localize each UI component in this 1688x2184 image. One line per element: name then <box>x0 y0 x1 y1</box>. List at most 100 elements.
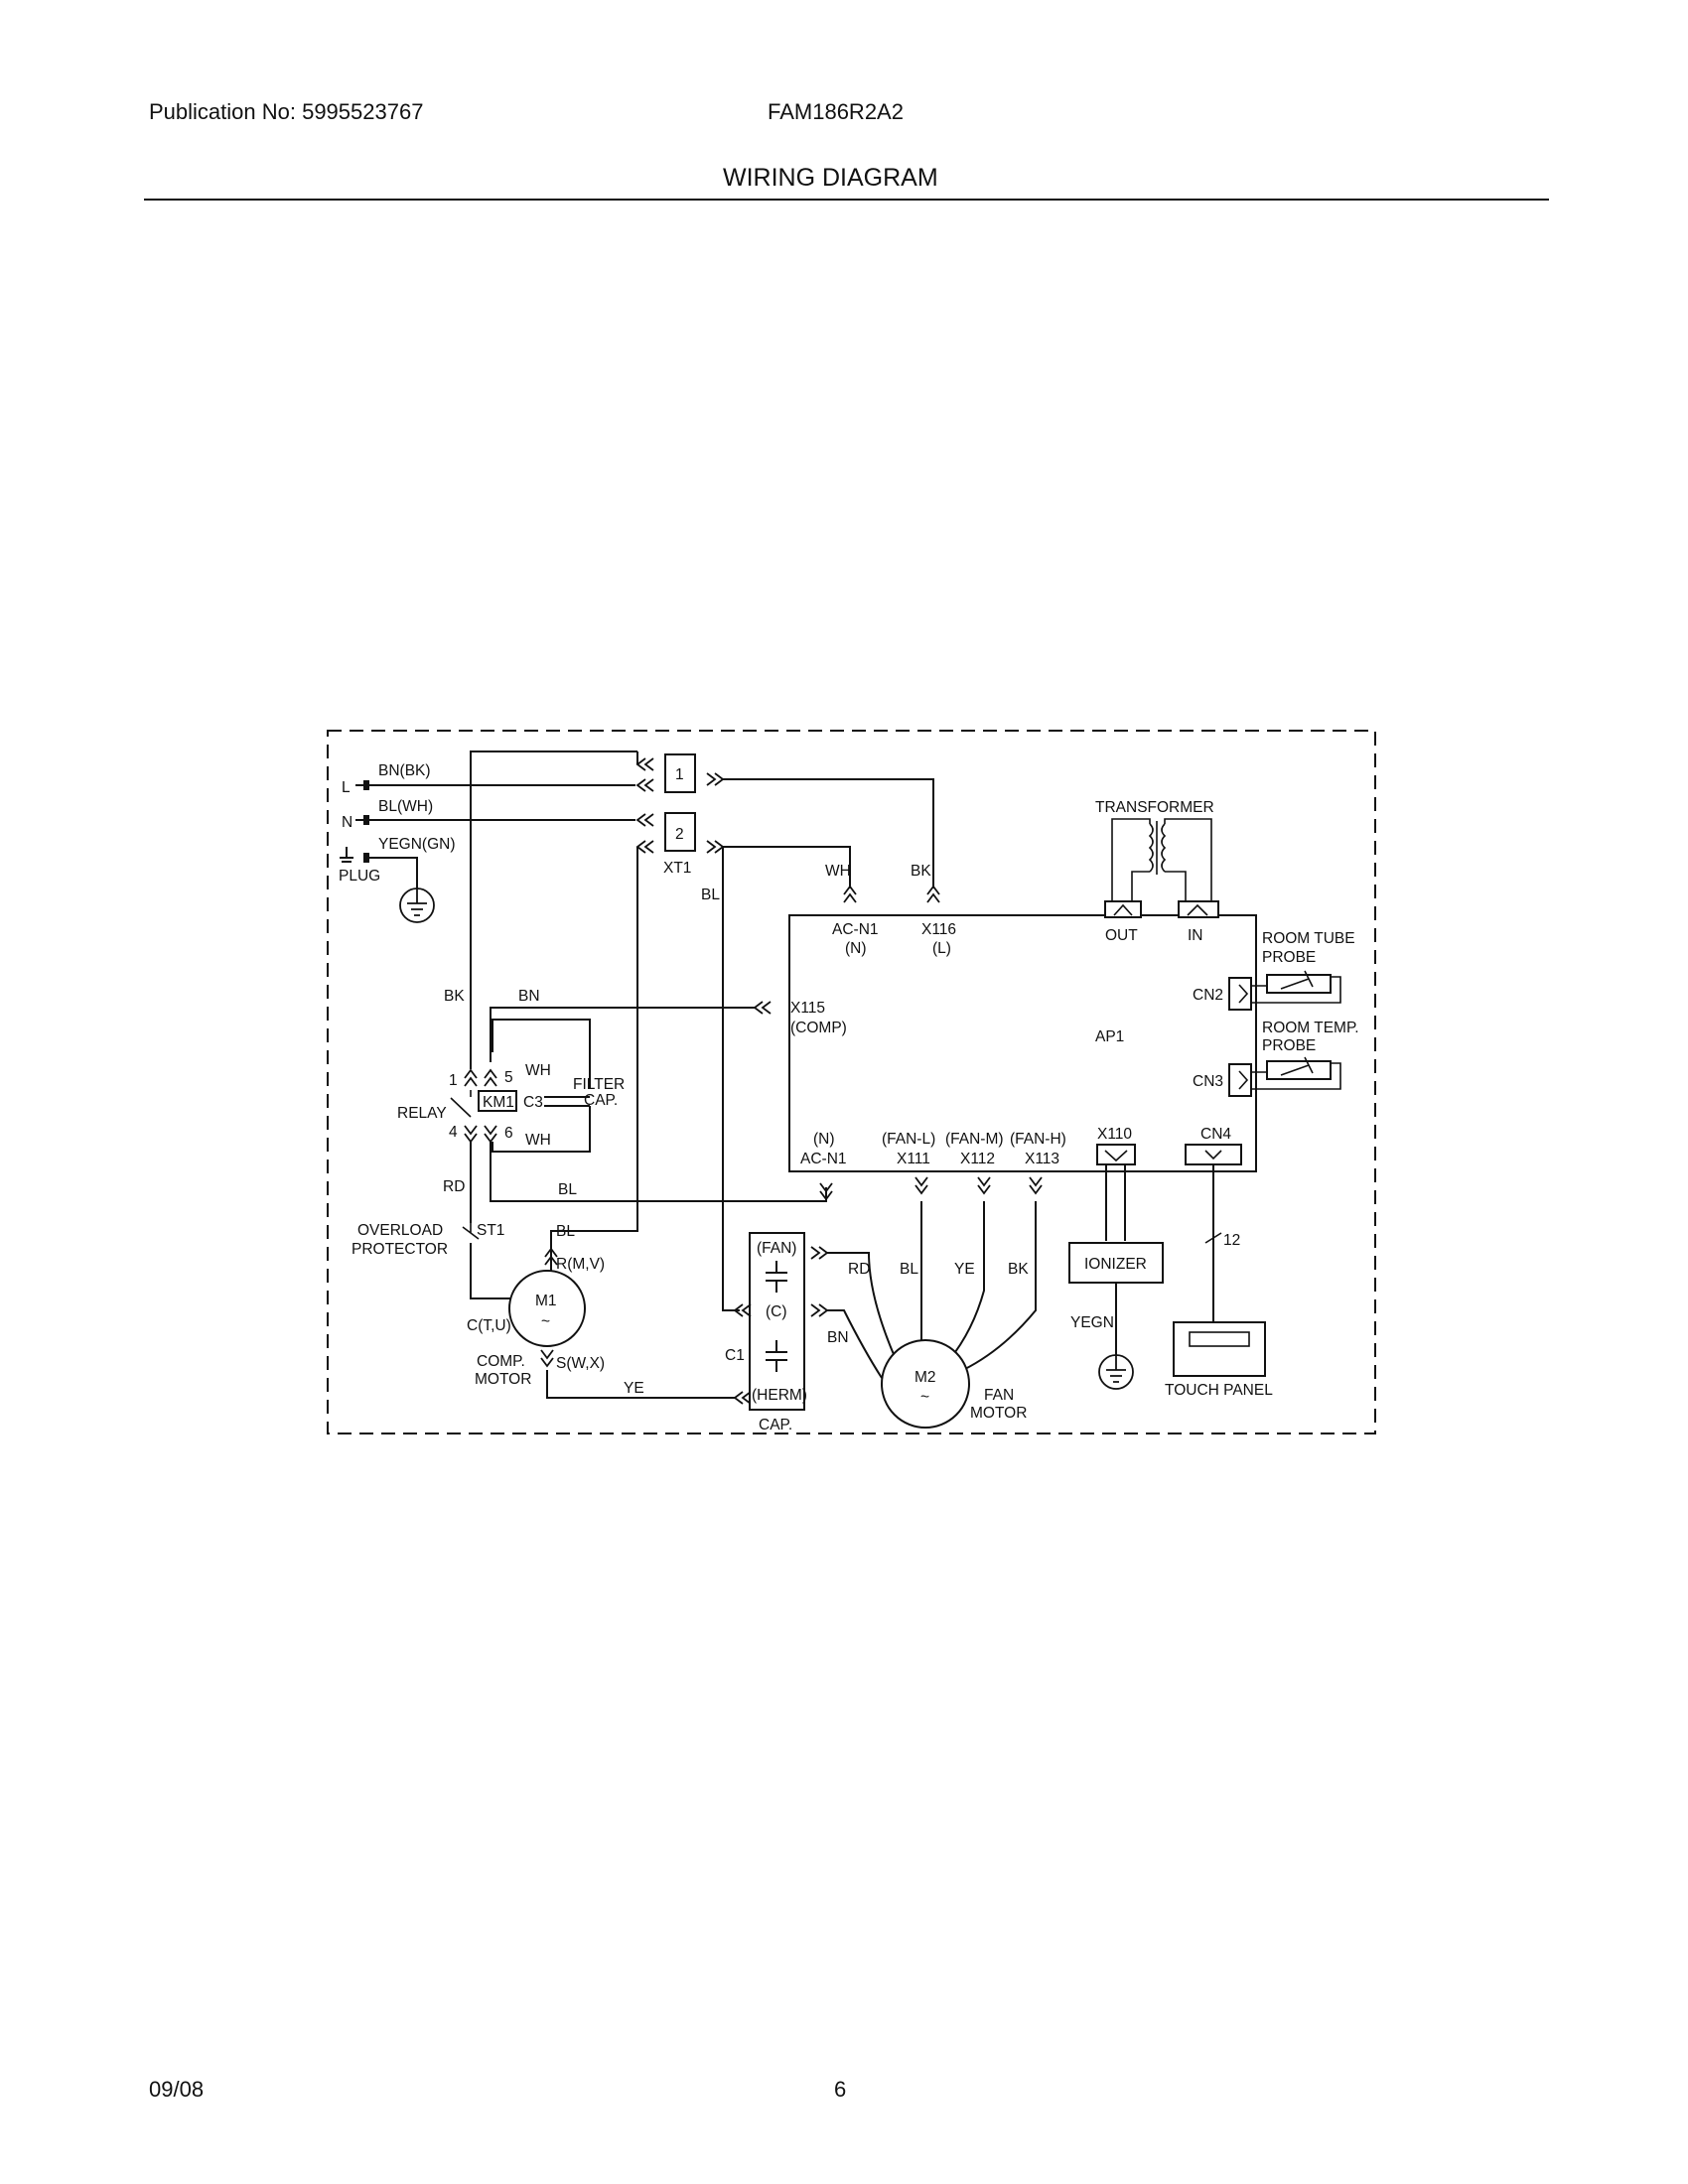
motor1-label: MOTOR <box>475 1371 531 1388</box>
ionizer-label: IONIZER <box>1084 1256 1147 1273</box>
publication-number: Publication No: 5995523767 <box>149 99 424 124</box>
c3-label: C3 <box>523 1094 543 1111</box>
wire-bl-label-c: BL <box>556 1223 575 1240</box>
wire-bn-fan <box>827 1309 883 1379</box>
touch-panel: TOUCH PANEL <box>1165 1321 1273 1399</box>
cap-fan-label: (FAN) <box>757 1240 796 1257</box>
relay-pin-6: 6 <box>504 1125 513 1142</box>
m2-tilde: ~ <box>920 1389 929 1406</box>
x115-label: X115 <box>790 1000 825 1017</box>
page-title: WIRING DIAGRAM <box>723 164 938 192</box>
wire-bn-x115 <box>490 1007 755 1037</box>
transformer: TRANSFORMER OUT IN <box>1095 799 1219 944</box>
plug-yegn-label: YEGN(GN) <box>378 836 456 853</box>
swx-label: S(W,X) <box>556 1355 605 1372</box>
m2-label: M2 <box>914 1369 936 1386</box>
probe1-label: PROBE <box>1262 949 1316 966</box>
ap1-label: AP1 <box>1095 1028 1124 1045</box>
transformer-in-label: IN <box>1188 927 1203 944</box>
ctu-label: C(T,U) <box>467 1317 511 1334</box>
room-temp-label: ROOM TEMP. <box>1262 1020 1359 1036</box>
room-tube-probe: ROOM TUBE PROBE CN2 <box>1193 930 1355 1011</box>
header-rule <box>144 199 1549 201</box>
cn2-label: CN2 <box>1193 987 1223 1004</box>
plug-n-label: N <box>342 814 352 831</box>
transformer-out-label: OUT <box>1105 927 1138 944</box>
room-temp-probe: ROOM TEMP. PROBE CN3 <box>1193 1020 1359 1097</box>
x113-label: X113 <box>1025 1151 1059 1167</box>
cap-main-label: CAP. <box>759 1417 792 1433</box>
wire-ye-label-a: YE <box>624 1380 644 1397</box>
wire-bn-label-b: BN <box>518 988 540 1005</box>
x111-label: X111 <box>897 1151 930 1167</box>
wire-xt1-to-x116 <box>723 778 934 888</box>
cn3-label: CN3 <box>1193 1073 1223 1090</box>
touch-panel-label: TOUCH PANEL <box>1165 1382 1273 1399</box>
cn4-label: CN4 <box>1200 1126 1231 1143</box>
wire-bk-label-a: BK <box>911 863 931 880</box>
fan-motor-m2: M2 ~ <box>881 1339 970 1429</box>
fan-l-label: (FAN-L) <box>882 1131 935 1148</box>
fan-h-label: (FAN-H) <box>1010 1131 1066 1148</box>
wire-ye-fan <box>948 1201 985 1361</box>
wire-rd-fan <box>827 1252 901 1369</box>
ionizer-box <box>1068 1242 1164 1284</box>
wire-ye-comp <box>546 1370 735 1399</box>
run-capacitor-c1: (FAN) (C) (HERM) C1 CAP. <box>725 1232 807 1433</box>
plug-label: PLUG <box>339 868 380 885</box>
wire-bl-label-b: BL <box>558 1181 577 1198</box>
m1-tilde: ~ <box>541 1313 550 1330</box>
wire-bk-fan <box>962 1201 1037 1371</box>
xt1-pin-2: 2 <box>675 826 684 843</box>
footer-date: 09/08 <box>149 2077 205 2102</box>
wire-bl-acn1-bottom <box>490 1142 827 1202</box>
relay-pin-1: 1 <box>449 1072 458 1089</box>
yegn-label: YEGN <box>1070 1314 1114 1331</box>
wire-rd-label-b: RD <box>848 1261 870 1278</box>
st1-label: ST1 <box>477 1222 504 1239</box>
n-bottom-label: (N) <box>813 1131 835 1148</box>
relay-pin-5: 5 <box>504 1069 513 1086</box>
wire-rd-label: RD <box>443 1178 465 1195</box>
wire-bl-label-d: BL <box>900 1261 918 1278</box>
cap-c-label: (C) <box>766 1303 787 1320</box>
comp-motor-label: COMP. <box>477 1353 525 1370</box>
filter-label: FILTER <box>573 1076 625 1093</box>
ionizer-ground-icon <box>1098 1354 1134 1390</box>
probe2-label: PROBE <box>1262 1037 1316 1054</box>
x116-label: X116 <box>921 921 956 938</box>
wire-bk-label-c: BK <box>1008 1261 1029 1278</box>
acn1-top-label: AC-N1 <box>832 921 879 938</box>
plug: L N BN(BK) BL(WH) YEGN(GN) PLUG <box>339 762 456 885</box>
wire-bl-label-a: BL <box>701 887 720 903</box>
wire-x110-ionizer <box>1105 1164 1126 1241</box>
wire-bl-overload <box>550 847 638 1253</box>
main-board-ap1 <box>788 914 1257 1172</box>
terminal-block-xt1: 1 2 XT1 <box>663 753 696 877</box>
wire-bk-top <box>470 751 638 1032</box>
wire-wh-label-b: WH <box>525 1062 551 1079</box>
plug-ground-icon <box>399 887 435 923</box>
wire-wh-label-c: WH <box>525 1132 551 1149</box>
transformer-label: TRANSFORMER <box>1095 799 1214 816</box>
fan-label: FAN <box>984 1387 1014 1404</box>
model-number: FAM186R2A2 <box>768 99 904 124</box>
plug-bl-wh-label: BL(WH) <box>378 798 433 815</box>
wire-bk-label-b: BK <box>444 988 465 1005</box>
wire-bn-label-c: BN <box>827 1329 849 1346</box>
x110-label: X110 <box>1097 1126 1132 1143</box>
wire-ye-label-b: YE <box>954 1261 975 1278</box>
compressor-motor-m1: M1 ~ <box>508 1270 586 1347</box>
relay-km1: 1 5 WH RELAY KM1 C3 FILTER CAP. 4 6 WH <box>397 1019 625 1153</box>
comp-label: (COMP) <box>790 1020 847 1036</box>
l-top-label: (L) <box>932 940 951 957</box>
page-number: 6 <box>834 2077 847 2102</box>
acn1-bottom-label: AC-N1 <box>800 1151 847 1167</box>
wire-rd-overload <box>470 1142 516 1299</box>
x112-label: X112 <box>960 1151 995 1167</box>
km1-label: KM1 <box>483 1094 514 1111</box>
wire-count-label: 12 <box>1223 1232 1240 1249</box>
xt1-label: XT1 <box>663 860 691 877</box>
rmv-label: R(M,V) <box>556 1256 605 1273</box>
